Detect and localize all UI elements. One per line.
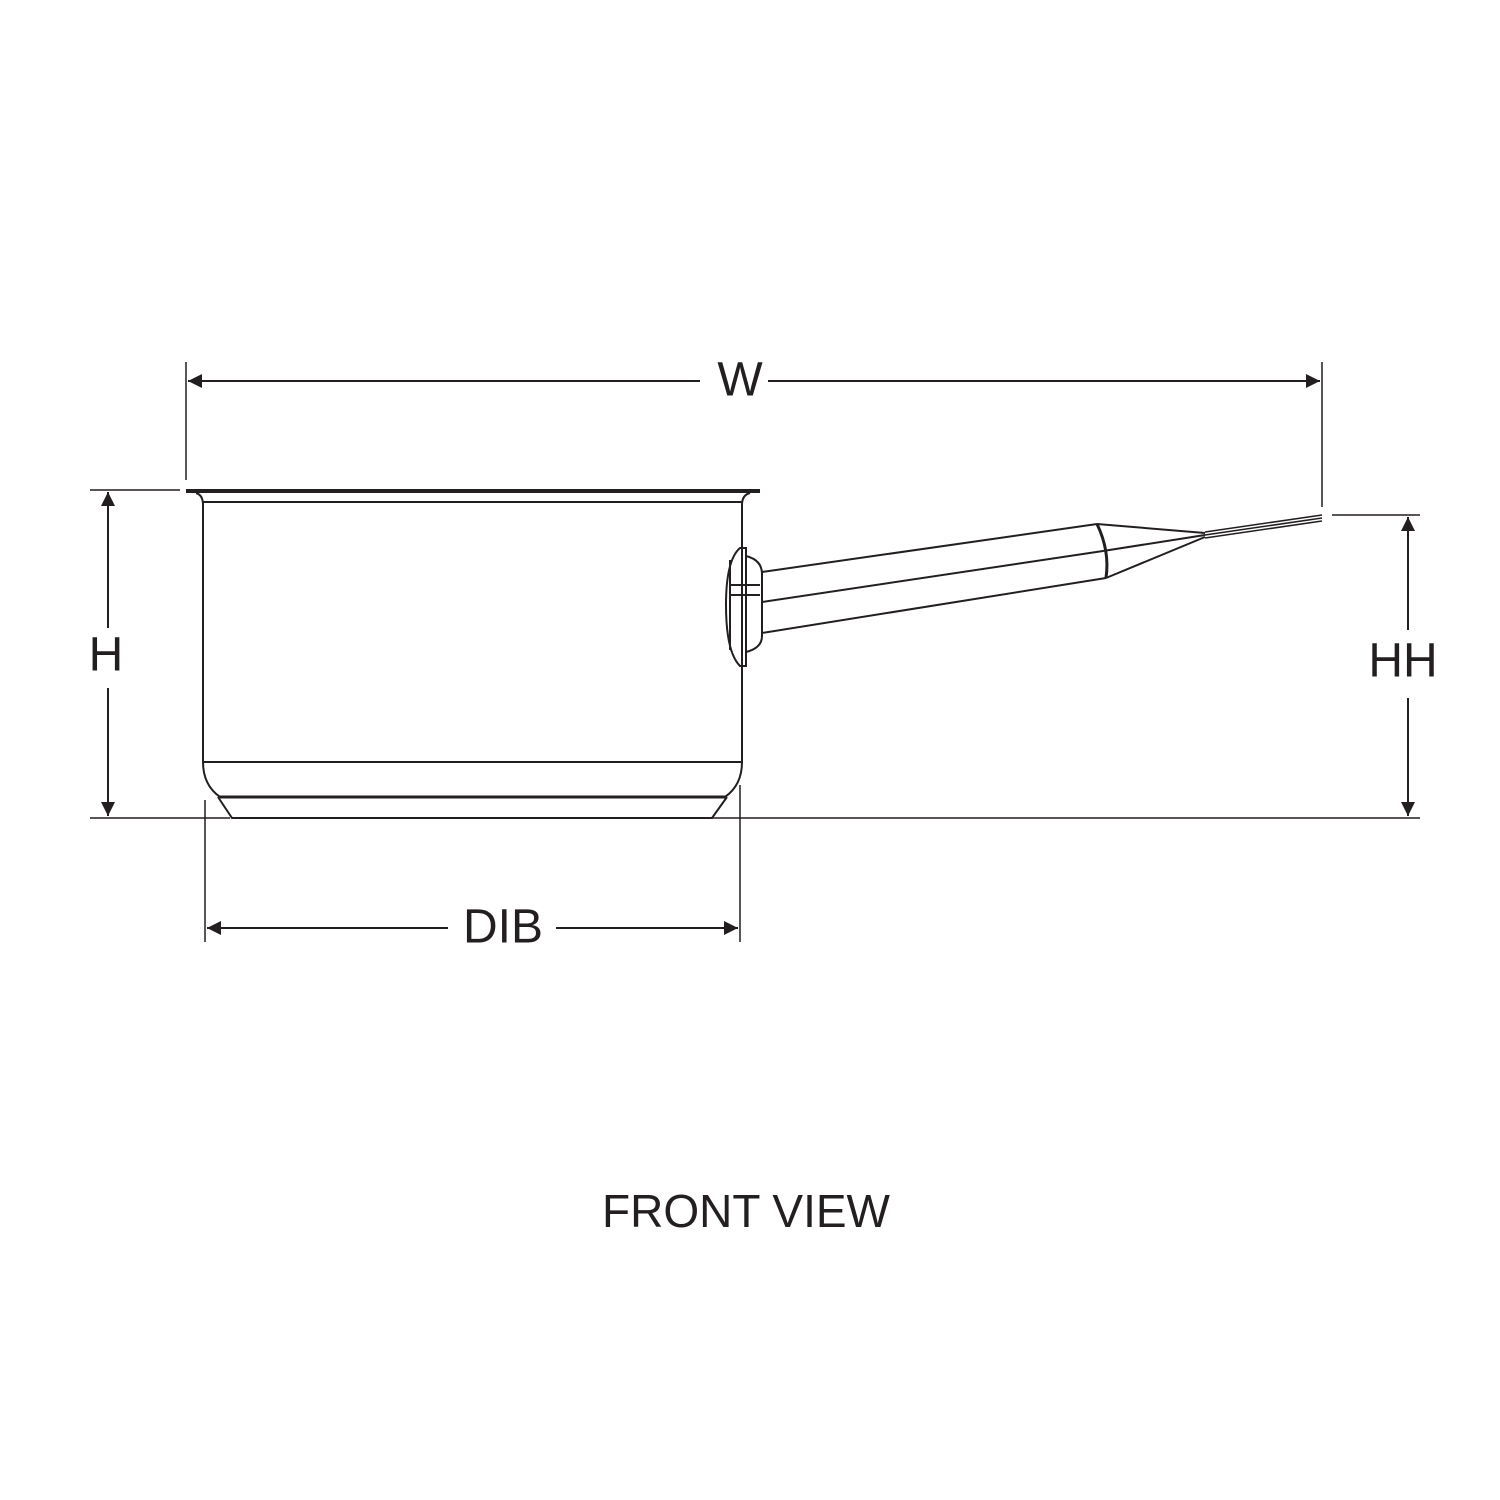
pan-left-wall bbox=[195, 492, 221, 798]
saucepan-body bbox=[186, 489, 760, 819]
dimension-lines bbox=[90, 362, 1420, 942]
handle-height-label: HH bbox=[1368, 635, 1437, 688]
handle-tip bbox=[1204, 514, 1323, 539]
handle-bottom-edge bbox=[761, 577, 1107, 634]
pan-handle bbox=[724, 514, 1323, 667]
handle-top-edge bbox=[761, 523, 1098, 573]
handle-bracket-outer bbox=[724, 547, 747, 667]
diameter-bottom-label: DIB bbox=[463, 901, 543, 954]
pan-right-wall bbox=[724, 492, 751, 798]
pan-base bbox=[217, 796, 728, 819]
width-label: W bbox=[717, 354, 763, 407]
handle-bracket-inner bbox=[745, 555, 763, 653]
pan-rim bbox=[186, 489, 760, 493]
view-caption: FRONT VIEW bbox=[602, 1185, 891, 1237]
height-label: H bbox=[89, 629, 124, 682]
handle-mid-edge bbox=[761, 550, 1104, 603]
